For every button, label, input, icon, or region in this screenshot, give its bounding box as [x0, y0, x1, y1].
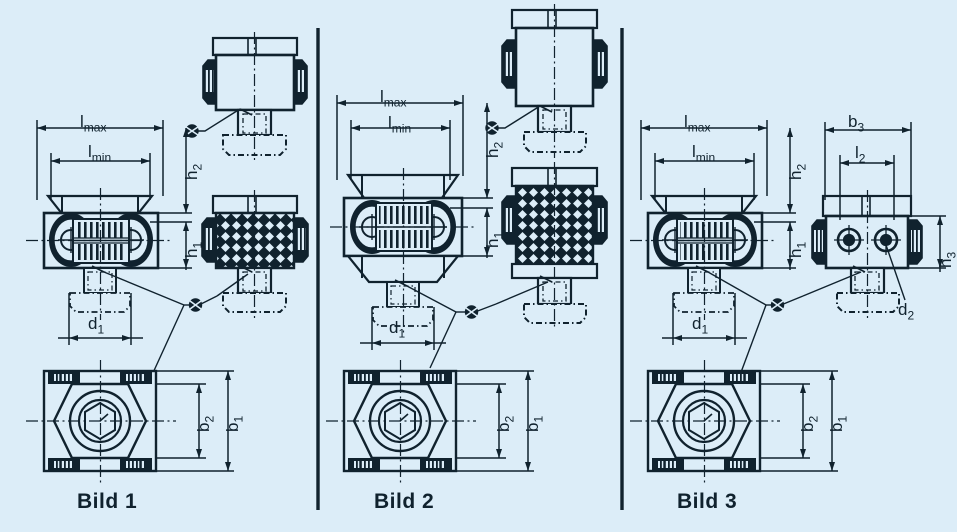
p2-dim-label-l-min: lmin — [388, 113, 412, 136]
p1-dim-label-b1: b1 — [223, 415, 246, 432]
p2-dim-label-h2: h2 — [483, 141, 506, 158]
p2-dim-label-b2: b2 — [494, 415, 517, 432]
p3-plan-view — [630, 360, 780, 485]
p3-bolt-right — [871, 225, 901, 255]
panel-2-caption: Bild 2 — [374, 490, 435, 513]
p1-dim-label-b2: b2 — [194, 415, 217, 432]
p1-dim-label-l-min: lmin — [88, 142, 112, 165]
p1-plan-view — [26, 360, 176, 485]
p1-section-elevation — [26, 188, 185, 376]
p2-section-elevation — [330, 168, 476, 369]
p2-front-view — [501, 162, 608, 330]
p3-dim-label-b1: b1 — [827, 415, 850, 432]
panel-1-caption: Bild 1 — [77, 490, 138, 513]
p1-dim-label-h1: h1 — [182, 241, 205, 258]
p3-center-ball-marker — [766, 271, 862, 312]
p1-dim-label-l-max: lmax — [80, 112, 107, 135]
p3-dim-label-l-max: lmax — [684, 112, 711, 135]
p3-dim-label-d1: d1 — [692, 314, 709, 337]
p2-dimension-lines — [336, 95, 534, 472]
p2-plan-view — [326, 360, 476, 485]
p3-dim-label-l2: l2 — [855, 143, 866, 166]
p1-center-ball-marker — [184, 273, 249, 312]
p1-dim-label-h2: h2 — [182, 163, 205, 180]
p3-dimension-lines — [640, 120, 946, 472]
p3-bolt-left — [834, 225, 864, 255]
panel-1-group — [26, 32, 309, 485]
p3-dim-label-h1: h1 — [786, 241, 809, 258]
p3-dim-label-d2: d2 — [898, 300, 915, 323]
p2-dim-label-b1: b1 — [523, 415, 546, 432]
p2-dim-label-d1: d1 — [389, 318, 406, 341]
p1-dimension-lines — [36, 120, 234, 472]
p1-top-elevation — [185, 32, 308, 160]
p2-top-elevation — [485, 4, 608, 158]
p2-dim-label-l-max: lmax — [380, 87, 407, 110]
panel-3-caption: Bild 3 — [677, 490, 738, 513]
p3-dim-label-h3: h3 — [936, 251, 957, 268]
p1-dim-label-d1: d1 — [88, 314, 105, 337]
panel-3-group — [630, 120, 946, 485]
p3-section-elevation — [630, 188, 776, 376]
p3-dim-label-b3: b3 — [848, 112, 865, 135]
p3-dim-label-l-min: lmin — [692, 142, 716, 165]
p2-center-ball-marker — [456, 281, 549, 319]
p3-dim-label-h2: h2 — [786, 163, 809, 180]
panel-2-group — [326, 4, 608, 485]
p1-front-view — [201, 190, 309, 318]
p3-dim-label-b2: b2 — [798, 415, 821, 432]
p2-dim-label-h1: h1 — [483, 231, 506, 248]
p3-front-view — [811, 190, 923, 318]
